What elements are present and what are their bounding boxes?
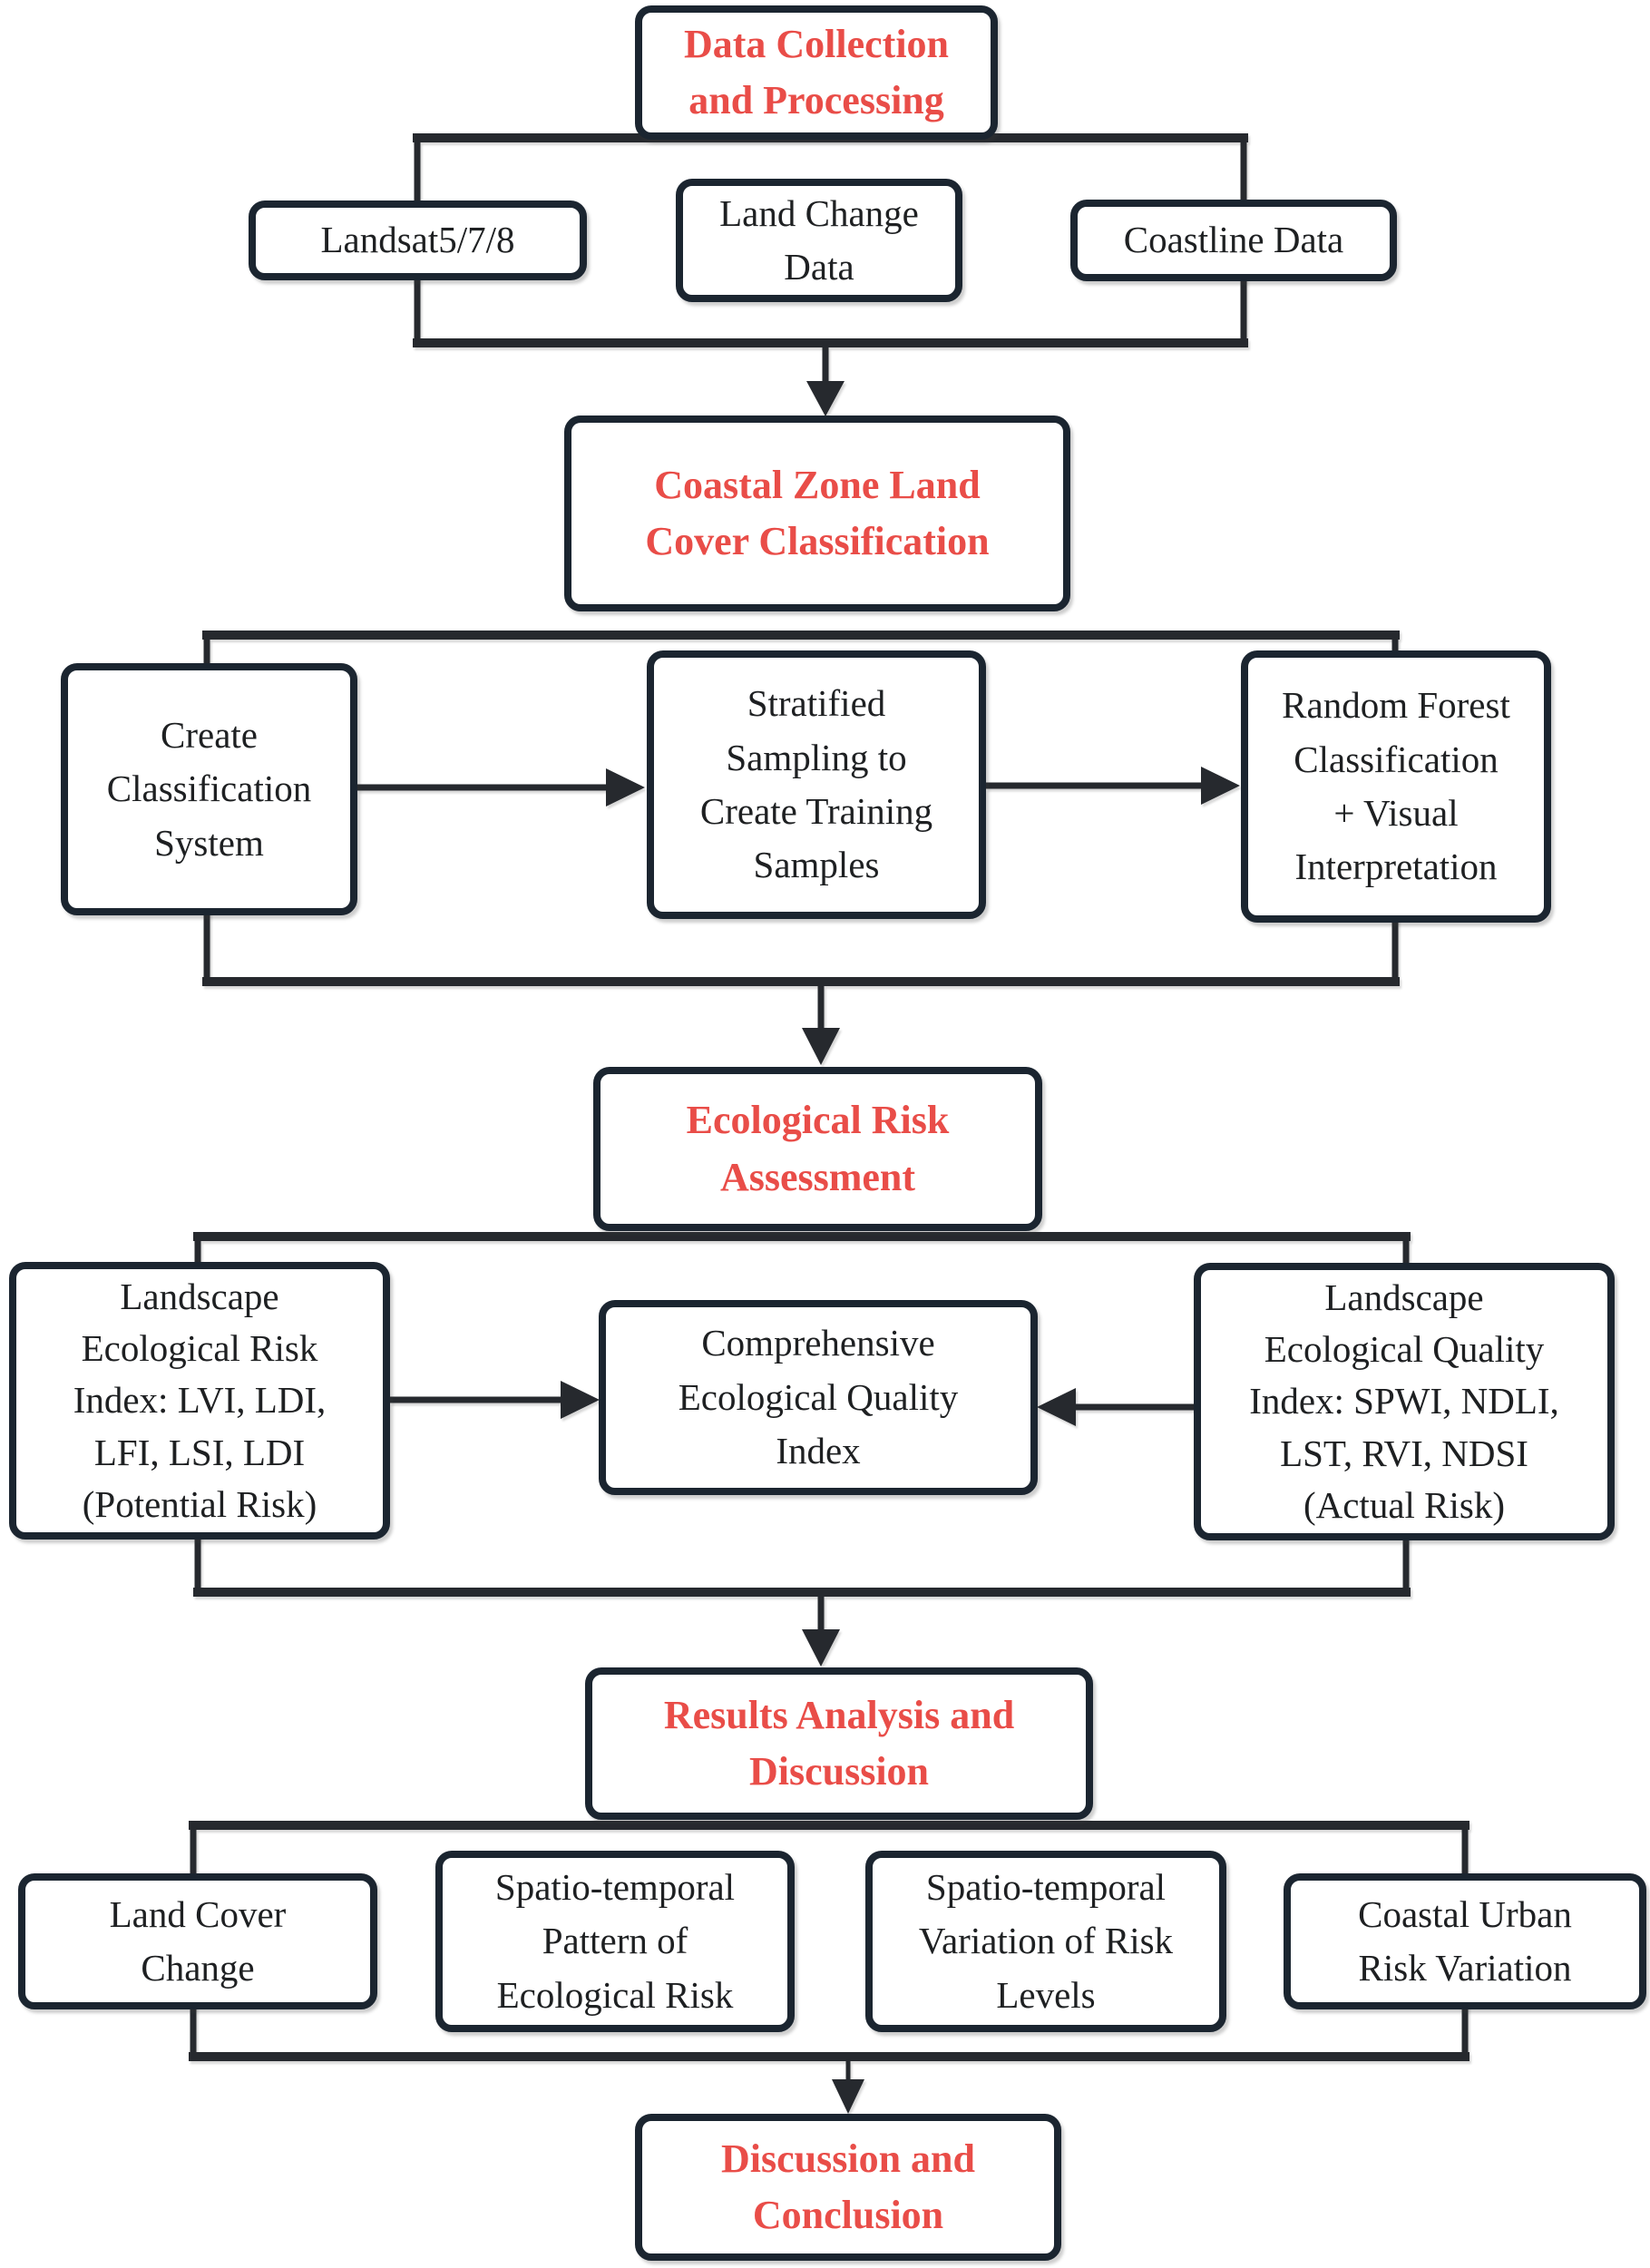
node-data-collection-line: and Processing (688, 78, 944, 122)
node-stratified-sampling: Stratified Sampling to Create Training S… (647, 650, 986, 919)
node-risk-index-line: Ecological Risk (81, 1326, 318, 1369)
arrow-to-coastal-zone (806, 343, 845, 416)
node-coastal-urban-line: Risk Variation (1358, 1947, 1572, 1989)
arrow-riskindex-to-comprehensive (390, 1381, 600, 1419)
node-comprehensive-quality-index: Comprehensive Ecological Quality Index (599, 1300, 1038, 1495)
arrow-stratified-to-forest (986, 767, 1240, 805)
node-landsat: Landsat5/7/8 (249, 200, 587, 280)
node-coastal-zone-classification: Coastal Zone Land Cover Classification (564, 415, 1070, 611)
node-spatiotemporal-pattern: Spatio-temporal Pattern of Ecological Ri… (435, 1851, 795, 2032)
node-quality-index-line: Landscape (1324, 1276, 1484, 1318)
node-results-line: Results Analysis and (663, 1692, 1015, 1737)
node-discussion-line: Discussion and (720, 2136, 975, 2181)
node-landscape-risk-index: Landscape Ecological Risk Index: LVI, LD… (9, 1262, 390, 1540)
node-variation-line: Variation of Risk (918, 1920, 1174, 1962)
node-risk-index-line: Index: LVI, LDI, (73, 1379, 327, 1422)
node-stratified-sampling-line: Samples (753, 844, 880, 886)
node-risk-index-line: LFI, LSI, LDI (93, 1431, 306, 1473)
node-coastal-urban-risk: Coastal Urban Risk Variation (1284, 1873, 1646, 2009)
node-random-forest: Random Forest Classification + Visual In… (1241, 650, 1551, 923)
node-coastal-zone-line: Coastal Zone Land (654, 462, 981, 507)
node-data-collection: Data Collection and Processing (635, 5, 998, 140)
node-quality-index-line: LST, RVI, NDSI (1280, 1432, 1528, 1474)
node-quality-index-line: Index: SPWI, NDLI, (1249, 1380, 1559, 1422)
node-comprehensive-line: Comprehensive (701, 1322, 935, 1364)
node-random-forest-line: Random Forest (1282, 684, 1510, 727)
node-coastline-line: Coastline Data (1123, 219, 1344, 261)
node-land-change-line: Data (784, 246, 854, 288)
node-land-cover-line: Land Cover (109, 1892, 287, 1935)
node-pattern-line: Pattern of (542, 1920, 688, 1962)
node-data-collection-line: Data Collection (683, 21, 950, 66)
node-stratified-sampling-line: Sampling to (726, 736, 907, 778)
arrow-qualityindex-to-comprehensive (1037, 1388, 1194, 1426)
node-ecological-risk-line: Assessment (719, 1154, 916, 1199)
node-stratified-sampling-line: Stratified (747, 682, 886, 725)
node-create-classification-line: Classification (106, 767, 312, 810)
node-landscape-quality-index: Landscape Ecological Quality Index: SPWI… (1194, 1263, 1615, 1540)
node-land-cover-change: Land Cover Change (18, 1873, 377, 2009)
node-risk-index-line: (Potential Risk) (82, 1483, 317, 1526)
node-discussion-conclusion: Discussion and Conclusion (635, 2114, 1061, 2261)
node-quality-index-line: (Actual Risk) (1303, 1484, 1506, 1527)
node-coastline-data: Coastline Data (1070, 200, 1397, 281)
node-comprehensive-line: Index (776, 1430, 861, 1472)
arrow-to-discussion (832, 2057, 864, 2114)
node-variation-line: Spatio-temporal (925, 1865, 1167, 1908)
node-comprehensive-line: Ecological Quality (678, 1375, 959, 1418)
node-create-classification-line: Create (161, 713, 258, 756)
arrow-create-to-stratified (357, 768, 645, 807)
node-coastal-zone-line: Cover Classification (645, 519, 990, 563)
node-variation-line: Levels (996, 1973, 1096, 2016)
node-ecological-risk-line: Ecological Risk (686, 1098, 950, 1143)
node-ecological-risk-assessment: Ecological Risk Assessment (593, 1067, 1042, 1231)
bracket-results-topics (189, 1821, 1469, 2061)
node-create-classification-line: System (154, 821, 264, 864)
node-random-forest-line: Classification (1294, 738, 1499, 780)
node-results-line: Discussion (748, 1749, 930, 1794)
arrow-to-results (802, 1592, 840, 1667)
node-quality-index-line: Ecological Quality (1264, 1327, 1545, 1370)
node-pattern-line: Spatio-temporal (494, 1865, 736, 1908)
node-create-classification-system: Create Classification System (61, 663, 357, 915)
node-stratified-sampling-line: Create Training (699, 790, 933, 832)
arrow-to-ecological-risk (802, 982, 840, 1065)
node-random-forest-line: + Visual (1333, 792, 1459, 834)
node-land-change-line: Land Change (719, 191, 919, 234)
node-landsat-line: Landsat5/7/8 (320, 219, 515, 261)
node-land-cover-line: Change (141, 1947, 255, 1989)
node-random-forest-line: Interpretation (1294, 846, 1498, 888)
node-pattern-line: Ecological Risk (496, 1973, 734, 2016)
node-risk-index-line: Landscape (120, 1275, 279, 1317)
node-results-analysis: Results Analysis and Discussion (585, 1667, 1093, 1820)
node-coastal-urban-line: Coastal Urban (1358, 1892, 1572, 1935)
node-discussion-line: Conclusion (752, 2193, 944, 2237)
node-spatiotemporal-variation: Spatio-temporal Variation of Risk Levels (865, 1851, 1226, 2032)
node-land-change-data: Land Change Data (676, 179, 962, 302)
